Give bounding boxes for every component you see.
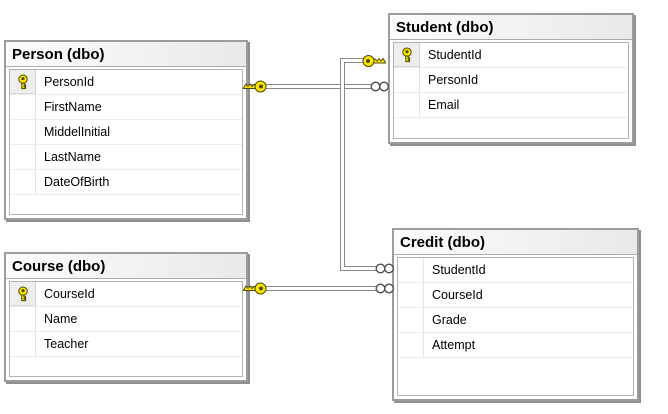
key-cell [10, 332, 36, 356]
column-name: MiddelInitial [44, 125, 111, 139]
table-student[interactable]: Student (dbo) StudentId PersonId E [388, 13, 634, 144]
key-cell [394, 93, 420, 117]
column-name: FirstName [44, 100, 102, 114]
column-name: PersonId [428, 73, 479, 87]
key-cell [10, 145, 36, 169]
table-course-header[interactable]: Course (dbo) [6, 254, 246, 279]
table-student-title: Student (dbo) [396, 18, 494, 36]
key-cell [10, 120, 36, 144]
primary-key-cell [10, 70, 36, 94]
table-row[interactable]: LastName [10, 145, 242, 170]
table-row[interactable]: StudentId [394, 43, 628, 68]
key-cell [10, 95, 36, 119]
column-name: Name [44, 312, 78, 326]
key-cell [398, 308, 424, 332]
key-cell [398, 283, 424, 307]
table-person[interactable]: Person (dbo) PersonId FirstName Mi [4, 40, 248, 220]
table-row[interactable]: Name [10, 307, 242, 332]
column-name: CourseId [44, 287, 95, 301]
primary-key-icon [401, 47, 412, 63]
key-cell [394, 68, 420, 92]
table-row[interactable]: CourseId [398, 283, 633, 308]
key-cell [10, 170, 36, 194]
table-credit-title: Credit (dbo) [400, 233, 485, 251]
column-name: Attempt [432, 338, 476, 352]
table-row[interactable]: DateOfBirth [10, 170, 242, 195]
column-name: LastName [44, 150, 101, 164]
table-course[interactable]: Course (dbo) CourseId Name Teacher [4, 252, 248, 382]
table-credit-columns: StudentId CourseId Grade Attempt [397, 257, 634, 396]
relationship-student-credit[interactable] [340, 58, 377, 271]
table-course-title: Course (dbo) [12, 257, 106, 275]
table-row[interactable]: PersonId [394, 68, 628, 93]
table-person-columns: PersonId FirstName MiddelInitial LastNam… [9, 69, 243, 215]
many-end-infinity-icon [370, 81, 390, 92]
one-end-key-icon [243, 282, 267, 295]
table-student-header[interactable]: Student (dbo) [390, 15, 632, 40]
table-person-header[interactable]: Person (dbo) [6, 42, 246, 67]
key-cell [398, 333, 424, 357]
table-row[interactable]: Email [394, 93, 628, 118]
column-name: Email [428, 98, 460, 112]
table-row[interactable]: FirstName [10, 95, 242, 120]
table-credit[interactable]: Credit (dbo) StudentId CourseId Grade At… [392, 228, 639, 401]
table-course-columns: CourseId Name Teacher [9, 281, 243, 377]
key-cell [398, 258, 424, 282]
column-name: Grade [432, 313, 467, 327]
many-end-infinity-icon [375, 283, 395, 294]
column-name: CourseId [432, 288, 483, 302]
table-row[interactable]: PersonId [10, 70, 242, 95]
table-row[interactable]: CourseId [10, 282, 242, 307]
primary-key-cell [394, 43, 420, 67]
primary-key-icon [17, 74, 28, 90]
table-person-title: Person (dbo) [12, 45, 105, 63]
primary-key-icon [17, 286, 28, 302]
column-name: StudentId [428, 48, 482, 62]
table-row[interactable]: MiddelInitial [10, 120, 242, 145]
many-end-infinity-icon [375, 263, 395, 274]
table-row[interactable]: Attempt [398, 333, 633, 358]
table-credit-header[interactable]: Credit (dbo) [394, 230, 637, 255]
primary-key-cell [10, 282, 36, 306]
column-name: PersonId [44, 75, 95, 89]
table-row[interactable]: Teacher [10, 332, 242, 357]
column-name: Teacher [44, 337, 89, 351]
one-end-key-icon [362, 55, 386, 67]
column-name: DateOfBirth [44, 175, 110, 189]
column-name: StudentId [432, 263, 486, 277]
key-cell [10, 307, 36, 331]
table-student-columns: StudentId PersonId Email [393, 42, 629, 139]
table-row[interactable]: Grade [398, 308, 633, 333]
table-row[interactable]: StudentId [398, 258, 633, 283]
one-end-key-icon [243, 80, 267, 93]
